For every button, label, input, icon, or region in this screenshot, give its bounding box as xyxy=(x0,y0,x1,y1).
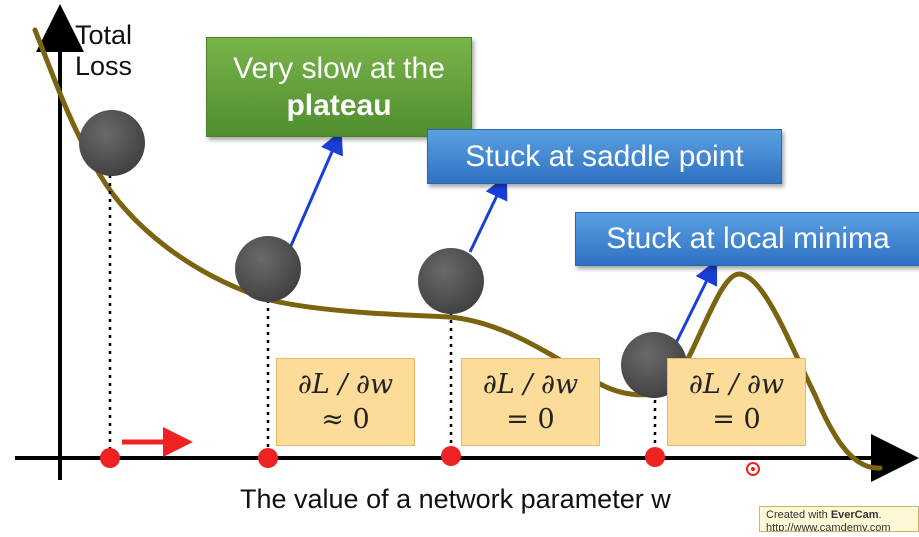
cursor-marker xyxy=(746,462,760,476)
gradient-box-plateau: ∂L / ∂w ≈ 0 xyxy=(276,358,415,446)
gradient-value: ≈ 0 xyxy=(321,404,370,435)
pointer-arrow-plateau xyxy=(288,129,343,249)
callout-local-minima: Stuck at local minima xyxy=(575,212,919,266)
watermark-prefix: Created with xyxy=(766,509,831,521)
ball-plateau xyxy=(235,236,301,302)
axis-point-2 xyxy=(258,448,278,468)
ball-saddle xyxy=(418,248,484,314)
callout-plateau-line1: Very slow at the xyxy=(233,51,445,85)
y-axis-label: Total Loss xyxy=(75,20,132,82)
watermark-brand: EverCam xyxy=(830,509,879,521)
gradient-expr: ∂L / ∂w xyxy=(688,368,785,400)
cursor-marker-dot xyxy=(751,467,755,471)
callout-plateau-line2: plateau xyxy=(286,89,392,122)
gradient-value: = 0 xyxy=(506,404,555,435)
gradient-value: = 0 xyxy=(712,404,761,435)
gradient-box-saddle: ∂L / ∂w = 0 xyxy=(461,358,600,446)
gradient-expr: ∂L / ∂w xyxy=(482,368,579,400)
watermark-url[interactable]: http://www.camdemy.com xyxy=(766,521,891,532)
axis-point-4 xyxy=(645,447,665,467)
watermark-line1: Created with EverCam. xyxy=(766,509,918,522)
evercam-watermark[interactable]: Created with EverCam. http://www.camdemy… xyxy=(759,506,919,532)
gradient-expr: ∂L / ∂w xyxy=(297,368,394,400)
watermark-suffix: . xyxy=(878,509,882,521)
callout-plateau: Very slow at the plateau xyxy=(206,37,472,137)
x-axis-label: The value of a network parameter w xyxy=(240,484,671,514)
y-axis-label-line1: Total xyxy=(75,20,133,50)
ball-start xyxy=(79,110,145,176)
pointer-arrow-saddle xyxy=(468,174,508,253)
gradient-box-local-minima: ∂L / ∂w = 0 xyxy=(667,358,806,446)
axis-point-3 xyxy=(441,446,461,466)
pointer-arrow-local-minima xyxy=(673,259,718,346)
callout-saddle-point: Stuck at saddle point xyxy=(427,129,782,184)
axis-point-1 xyxy=(100,448,120,468)
y-axis-label-line2: Loss xyxy=(75,51,133,82)
